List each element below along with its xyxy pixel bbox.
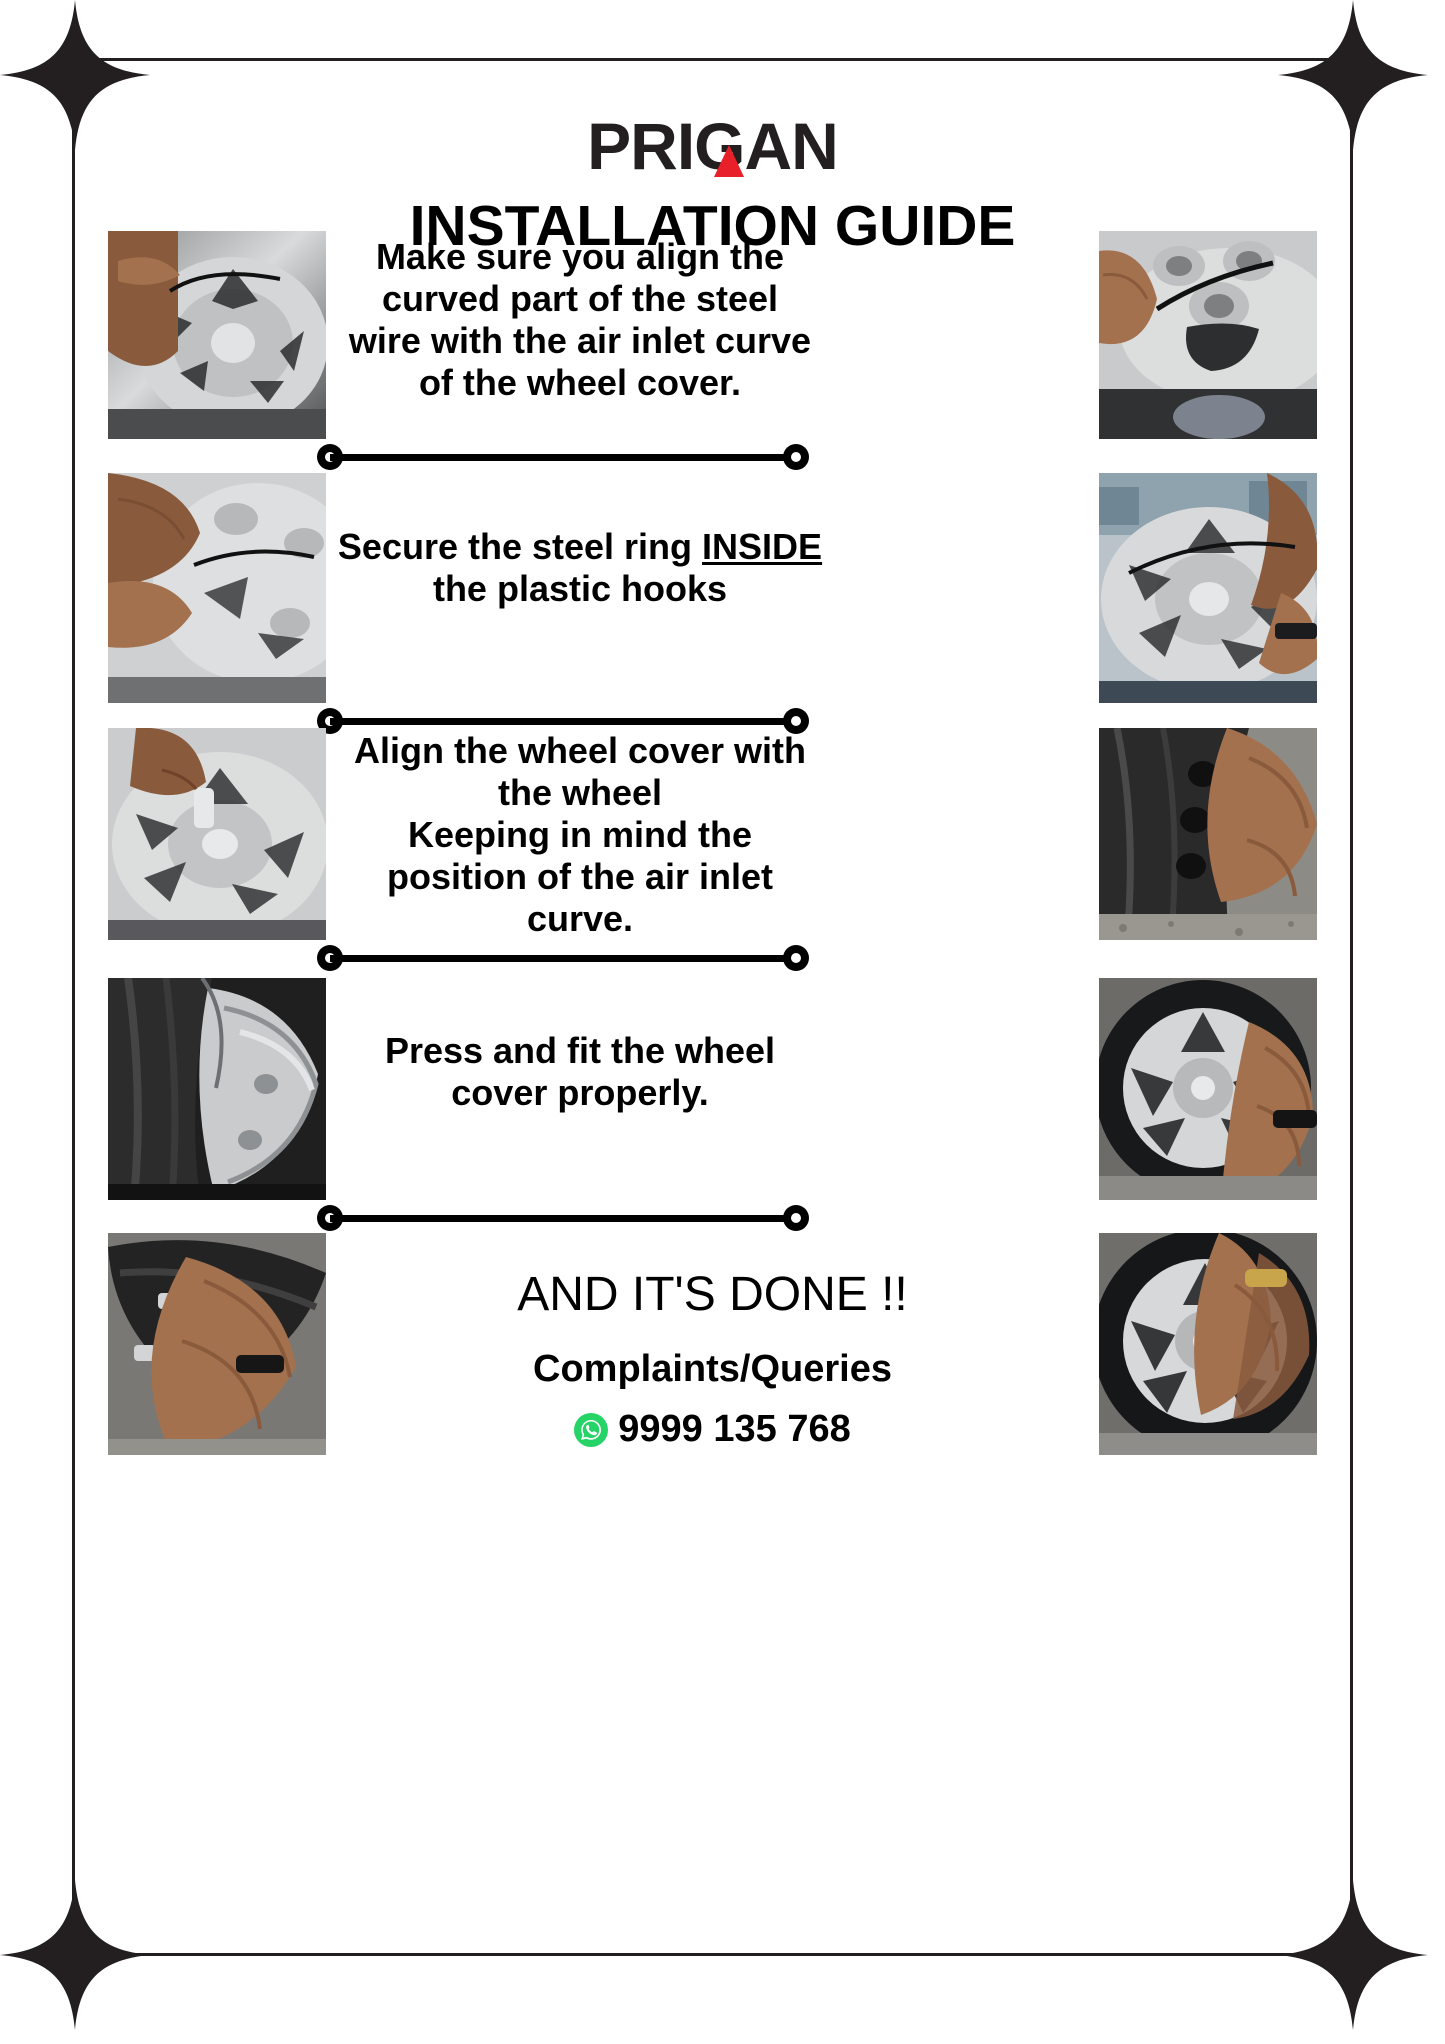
divider-ring-icon — [783, 1205, 809, 1231]
brand-logo: PRIGAN — [72, 113, 1353, 179]
divider-bar — [330, 718, 796, 725]
step-2-caption-emphasis: INSIDE — [702, 526, 823, 567]
step-1-left-photo — [108, 231, 326, 439]
step-divider-4 — [317, 1205, 809, 1231]
step-2-caption-after: the plastic hooks — [432, 568, 728, 610]
step-4-right-photo — [1099, 978, 1317, 1200]
brand-name: PRIGAN — [587, 109, 839, 183]
divider-bar — [330, 1215, 796, 1222]
step-2-caption-before: Secure the steel ring — [337, 526, 703, 567]
step-3-caption: Align the wheel cover with the wheel Kee… — [353, 730, 807, 940]
step-1-right-photo — [1099, 231, 1317, 439]
step-1-caption: Make sure you align the curved part of t… — [348, 236, 812, 404]
done-text: AND IT'S DONE !! — [517, 1268, 908, 1321]
whatsapp-phone-number: 9999 135 768 — [618, 1408, 851, 1450]
step-2-left-photo — [108, 473, 326, 703]
step-divider-3 — [317, 945, 809, 971]
whatsapp-contact[interactable]: 9999 135 768 — [72, 1408, 1353, 1451]
divider-ring-icon — [783, 945, 809, 971]
footer-left-photo — [108, 1233, 326, 1455]
divider-ring-icon — [783, 708, 809, 734]
step-3-right-photo — [1099, 728, 1317, 940]
step-divider-1 — [317, 444, 809, 470]
brand-triangle-icon — [713, 145, 744, 177]
divider-bar — [330, 955, 796, 962]
support-label: Complaints/Queries — [533, 1348, 892, 1390]
footer-right-photo — [1099, 1233, 1317, 1455]
divider-bar — [330, 454, 796, 461]
step-2-right-photo — [1099, 473, 1317, 703]
step-4-left-photo — [108, 978, 326, 1200]
whatsapp-icon — [574, 1412, 609, 1447]
page-title: INSTALLATION GUIDE — [409, 194, 1016, 258]
step-3-left-photo — [108, 728, 326, 940]
divider-ring-icon — [783, 444, 809, 470]
step-4-caption: Press and fit the wheel cover properly. — [384, 1030, 776, 1114]
step-2-caption: Secure the steel ring INSIDE the plastic… — [330, 526, 830, 610]
